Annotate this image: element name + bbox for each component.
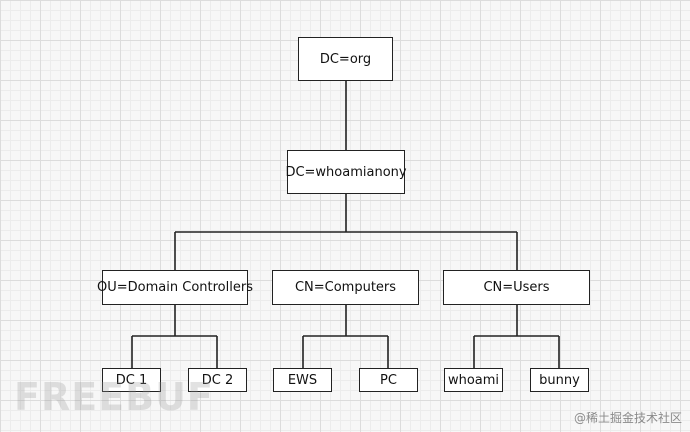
juejin-watermark: @稀土掘金技术社区 [573, 411, 682, 425]
node-dc-2: DC 2 [188, 368, 247, 392]
freebuf-watermark: FREEBUF [14, 375, 214, 419]
node-dc-whoamianony: DC=whoamianony [285, 150, 407, 194]
node-ews: EWS [273, 368, 332, 392]
node-whoami: whoami [444, 368, 503, 392]
node-cn-users: CN=Users [443, 270, 590, 305]
node-dc-org: DC=org [298, 37, 393, 81]
node-cn-computers: CN=Computers [272, 270, 419, 305]
node-pc: PC [359, 368, 418, 392]
node-dc-1: DC 1 [102, 368, 161, 392]
node-ou-domain-controllers: OU=Domain Controllers [97, 270, 253, 305]
node-bunny: bunny [530, 368, 589, 392]
